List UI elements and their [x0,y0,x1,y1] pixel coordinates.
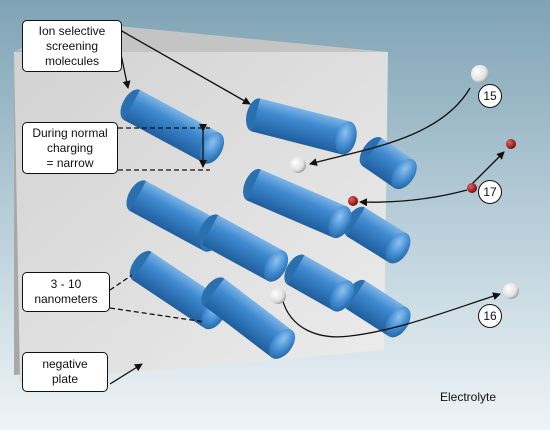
ion-white [270,288,286,304]
ion-red [467,183,477,193]
molecule-cylinder [359,137,417,190]
molecule-cylinder [201,277,296,359]
callout-pointers [109,29,251,385]
ion-15-path [309,87,471,166]
ion-17-path-out [471,151,505,185]
pointer-ion-selective-2 [119,29,251,105]
molecule-cylinder [198,214,289,282]
molecule-cylinder [243,168,352,239]
ion-white [503,283,519,299]
ion-red [506,139,516,149]
ion-17-path-in [359,189,468,207]
ion-16-path [281,292,501,338]
ion-selective-text: Ion selective screening molecules [38,23,106,68]
negative-plate-text: negative plate [42,357,88,386]
during-normal-text: During normal charging = narrow [32,125,108,170]
ion-red [348,196,358,206]
molecule-cylinder [284,254,355,312]
screening-molecules [120,89,417,359]
ion-white [471,65,489,83]
nanometers-text: 3 - 10 nanometers [34,277,98,306]
molecule-cylinder [246,98,357,155]
marker-16: 16 [478,304,502,328]
nanometer-dash-2 [109,307,206,323]
molecule-cylinder [343,279,411,338]
ion-paths [281,87,505,338]
pointer-negative-plate [109,363,143,385]
marker-15: 15 [478,84,502,108]
during-normal-label: During normal charging = narrow [22,122,118,174]
ion-selective-label: Ion selective screening molecules [22,20,122,72]
ions [270,65,519,304]
electrolyte-label: Electrolyte [440,390,497,404]
marker-17: 17 [478,180,502,204]
molecule-cylinder [344,206,411,264]
nanometer-dash-1 [109,274,133,291]
ion-white [290,157,306,173]
negative-plate-label: negative plate [22,352,108,392]
nanometers-label: 3 - 10 nanometers [22,272,110,312]
